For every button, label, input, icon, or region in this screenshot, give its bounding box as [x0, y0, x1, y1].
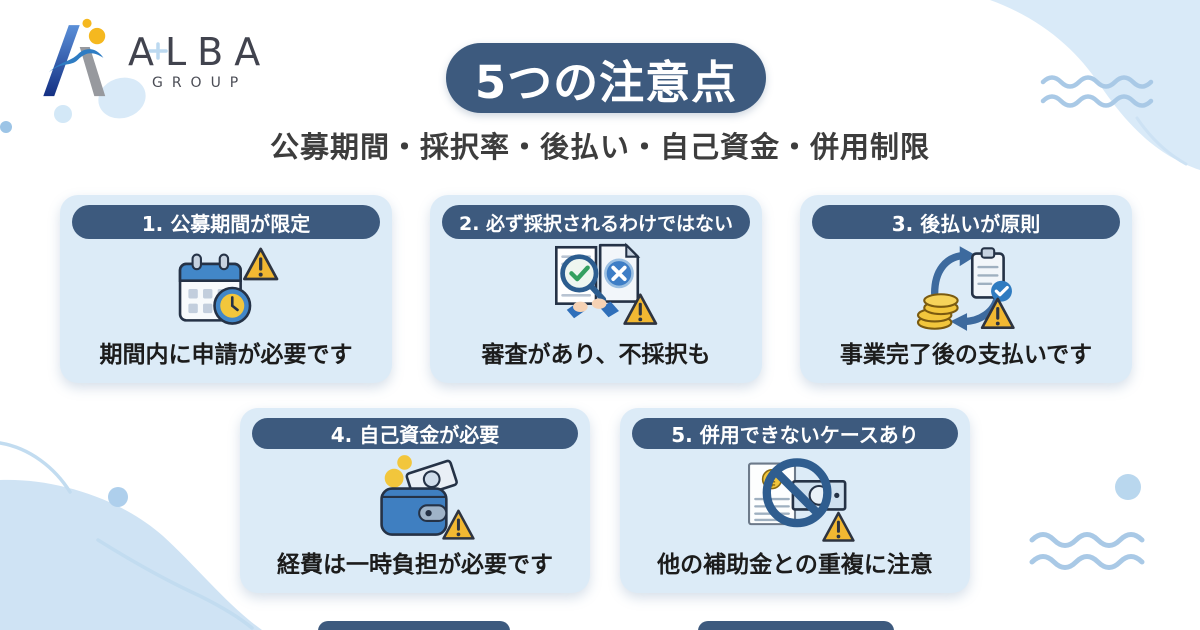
calendar-deadline-icon — [163, 239, 289, 335]
wallet-money-icon — [352, 449, 478, 545]
card-2-header: 2. 必ず採択されるわけではない — [442, 205, 750, 239]
alba-logo-mark-icon — [43, 18, 106, 97]
card-1-description: 期間内に申請が必要です — [99, 342, 353, 368]
caution-card-4: 4. 自己資金が必要 — [240, 408, 590, 593]
caution-card-3: 3. 後払いが原則 — [800, 195, 1132, 383]
reimbursement-cycle-icon — [903, 239, 1029, 335]
logo-subtitle: GROUP — [151, 75, 248, 91]
title-banner: 5つの注意点 — [446, 43, 766, 113]
caution-card-1: 1. 公募期間が限定 — [60, 195, 392, 383]
card-2-description: 審査があり、不採択も — [481, 342, 711, 368]
partial-next-card-header-left — [318, 621, 510, 630]
page-subtitle: 公募期間・採択率・後払い・自己資金・併用制限 — [269, 130, 930, 164]
alba-group-logo: ALBA GROUP — [36, 14, 271, 100]
page-title: 5つの注意点 — [474, 55, 738, 109]
card-3-header: 3. 後払いが原則 — [812, 205, 1120, 239]
card-4-title: 4. 自己資金が必要 — [330, 423, 500, 447]
partial-next-card-header-right — [698, 621, 894, 630]
card-2-title: 2. 必ず採択されるわけではない — [458, 212, 734, 235]
logo-name: ALBA — [128, 30, 272, 74]
card-4-description: 経費は一時負担が必要です — [277, 552, 553, 578]
card-3-title: 3. 後払いが原則 — [891, 211, 1041, 236]
card-5-description: 他の補助金との重複に注意 — [657, 552, 933, 578]
card-4-header: 4. 自己資金が必要 — [252, 418, 578, 449]
card-5-header: 5. 併用できないケースあり — [632, 418, 958, 449]
card-5-title: 5. 併用できないケースあり — [671, 423, 919, 447]
card-3-description: 事業完了後の支払いです — [839, 342, 1093, 368]
document-review-icon — [533, 239, 659, 335]
card-1-title: 1. 公募期間が限定 — [141, 211, 311, 236]
caution-card-2: 2. 必ず採択されるわけではない — [430, 195, 762, 383]
card-1-header: 1. 公募期間が限定 — [72, 205, 380, 239]
caution-card-5: 5. 併用できないケースあり — [620, 408, 970, 593]
no-combination-icon — [732, 449, 858, 545]
